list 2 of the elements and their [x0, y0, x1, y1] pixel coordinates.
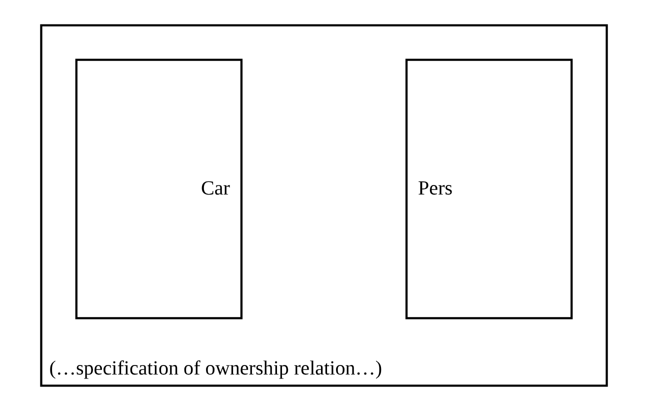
node-box: Pers: [405, 58, 573, 320]
node-box: Car: [75, 58, 243, 320]
